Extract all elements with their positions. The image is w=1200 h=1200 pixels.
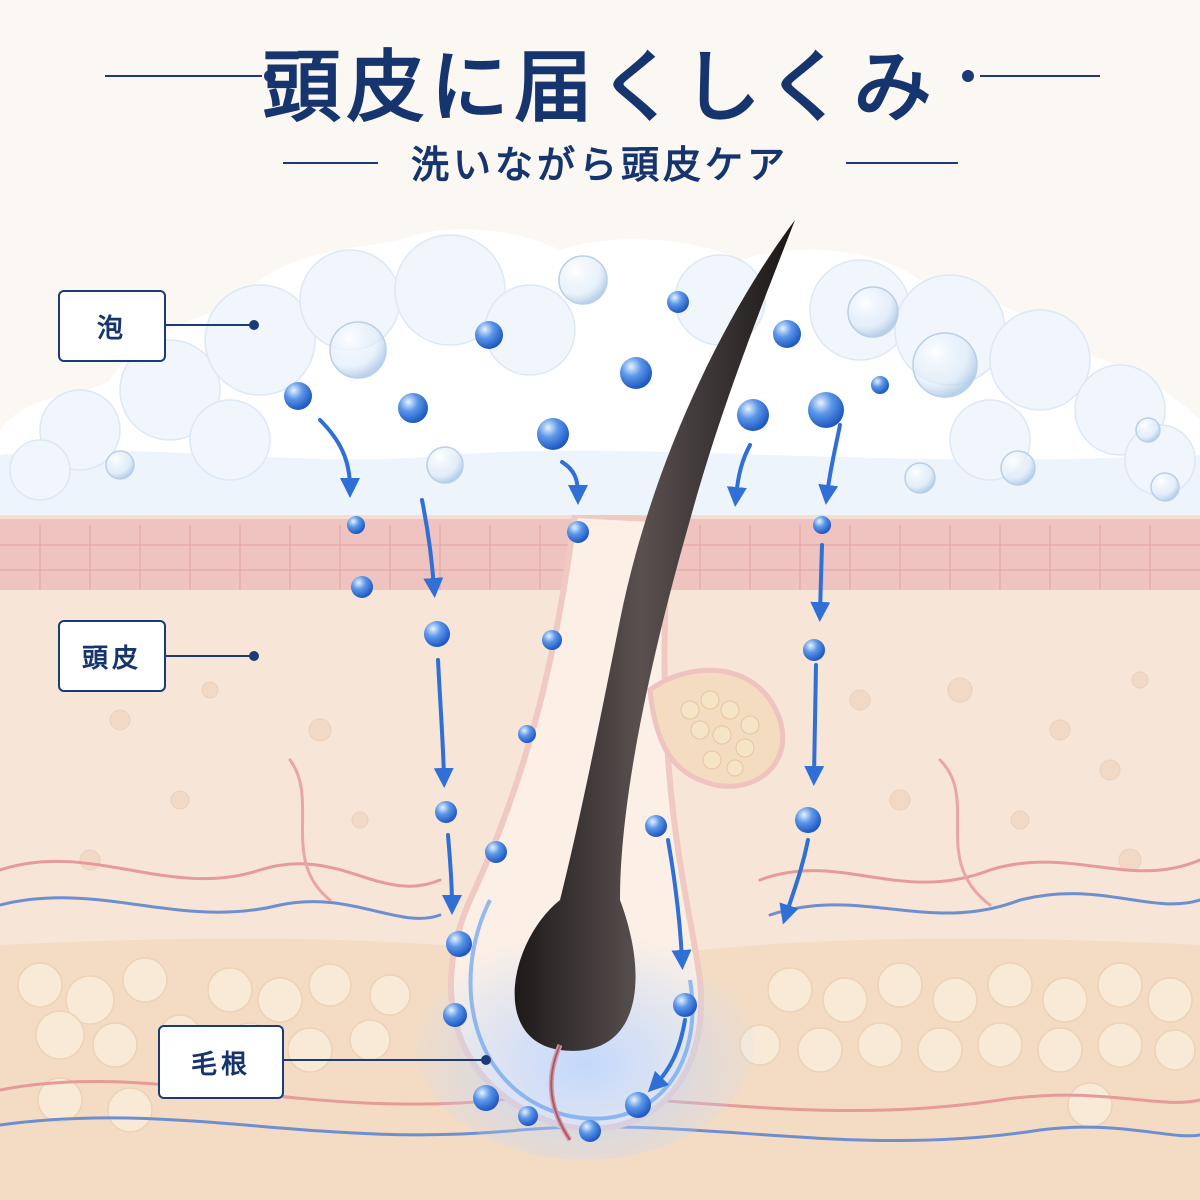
active-droplets — [284, 291, 889, 1142]
dermis-cells — [79, 671, 1149, 872]
sebaceous-gland — [647, 667, 786, 789]
label-leaders — [166, 320, 491, 1065]
title-rules — [105, 70, 1100, 164]
follicle-glow-edge — [468, 899, 695, 1121]
page-subtitle: 洗いながら頭皮ケア — [410, 142, 789, 187]
hair-root-label: 毛根 — [158, 1025, 284, 1099]
page-title: 頭皮に届くしくみ — [262, 42, 938, 133]
foam-layer — [0, 229, 1200, 515]
hair-strand — [514, 220, 795, 1142]
scalp-label: 頭皮 — [58, 620, 166, 692]
foam-label: 泡 — [58, 290, 166, 362]
flow-arrows — [318, 418, 842, 1093]
